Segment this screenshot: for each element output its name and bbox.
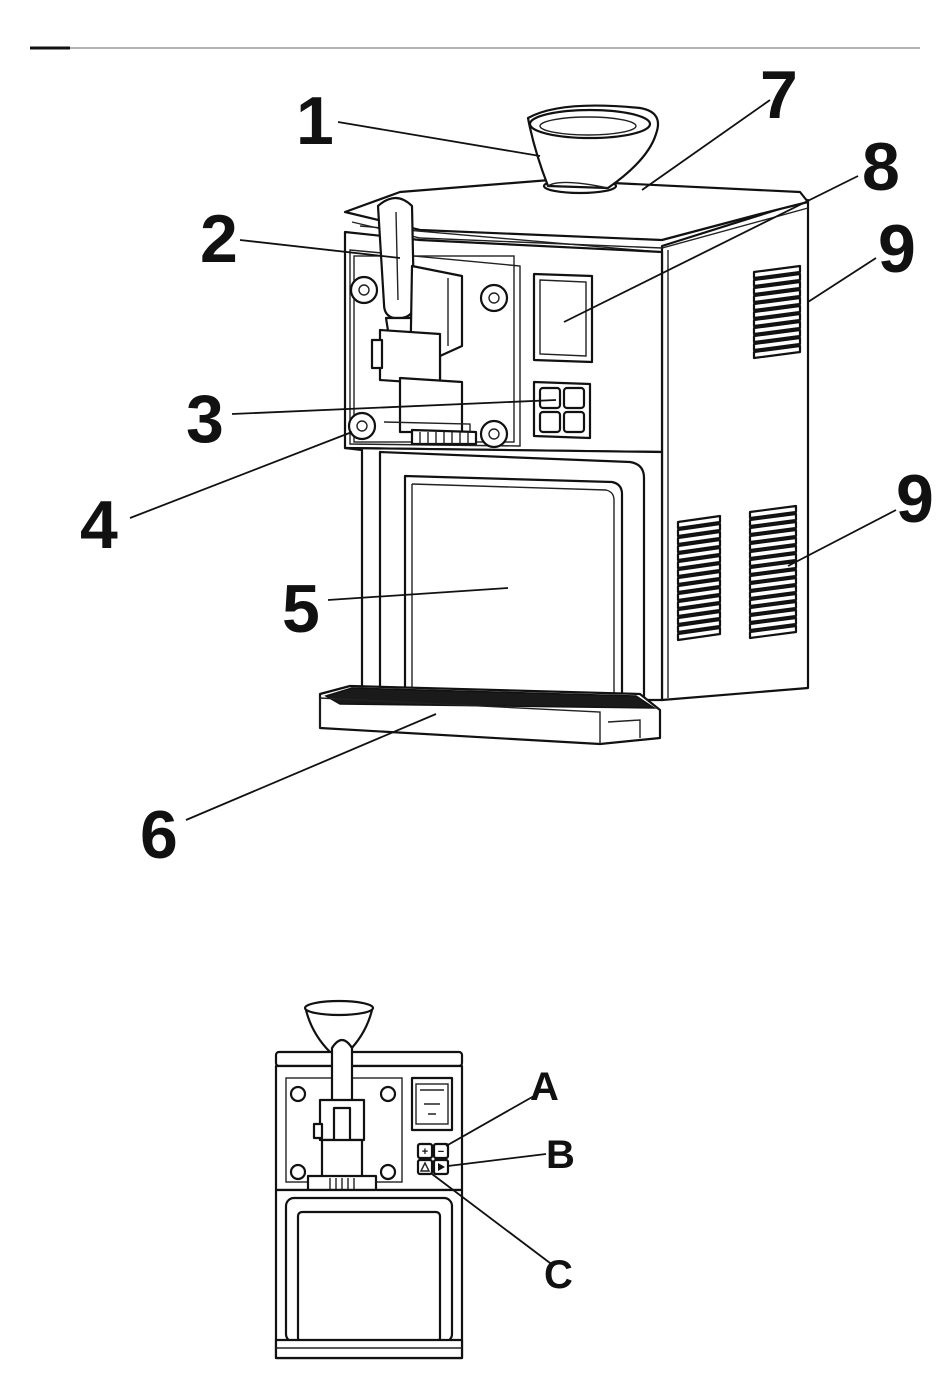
minus-glyph: −	[438, 1146, 444, 1158]
side-vents-lower	[750, 506, 796, 638]
drip-tray	[320, 686, 660, 744]
front-side-vents-lower	[678, 516, 720, 640]
front-drip-tray	[276, 1340, 462, 1358]
plus-glyph: +	[422, 1146, 428, 1158]
label-1: 1	[296, 83, 334, 159]
label-3: 3	[186, 381, 224, 457]
label-b: B	[546, 1133, 575, 1177]
display	[534, 274, 592, 362]
label-9b: 9	[896, 461, 934, 537]
label-2: 2	[200, 201, 238, 277]
label-5: 5	[282, 571, 320, 647]
machine-perspective-view	[320, 106, 808, 744]
machine-front-view: + −	[276, 1001, 462, 1358]
front-top-cover	[276, 1052, 462, 1066]
label-9a: 9	[878, 211, 916, 287]
label-4: 4	[80, 487, 118, 563]
label-7: 7	[760, 57, 798, 133]
label-8: 8	[862, 129, 900, 205]
dispense-window	[405, 476, 622, 700]
hopper	[528, 106, 658, 188]
control-buttons	[534, 382, 590, 438]
side-vents-upper	[754, 266, 800, 358]
callout-labels-front: A B C	[530, 1065, 575, 1297]
label-6: 6	[140, 797, 178, 873]
label-a: A	[530, 1065, 559, 1109]
front-handle	[332, 1040, 352, 1108]
label-c: C	[544, 1253, 573, 1297]
